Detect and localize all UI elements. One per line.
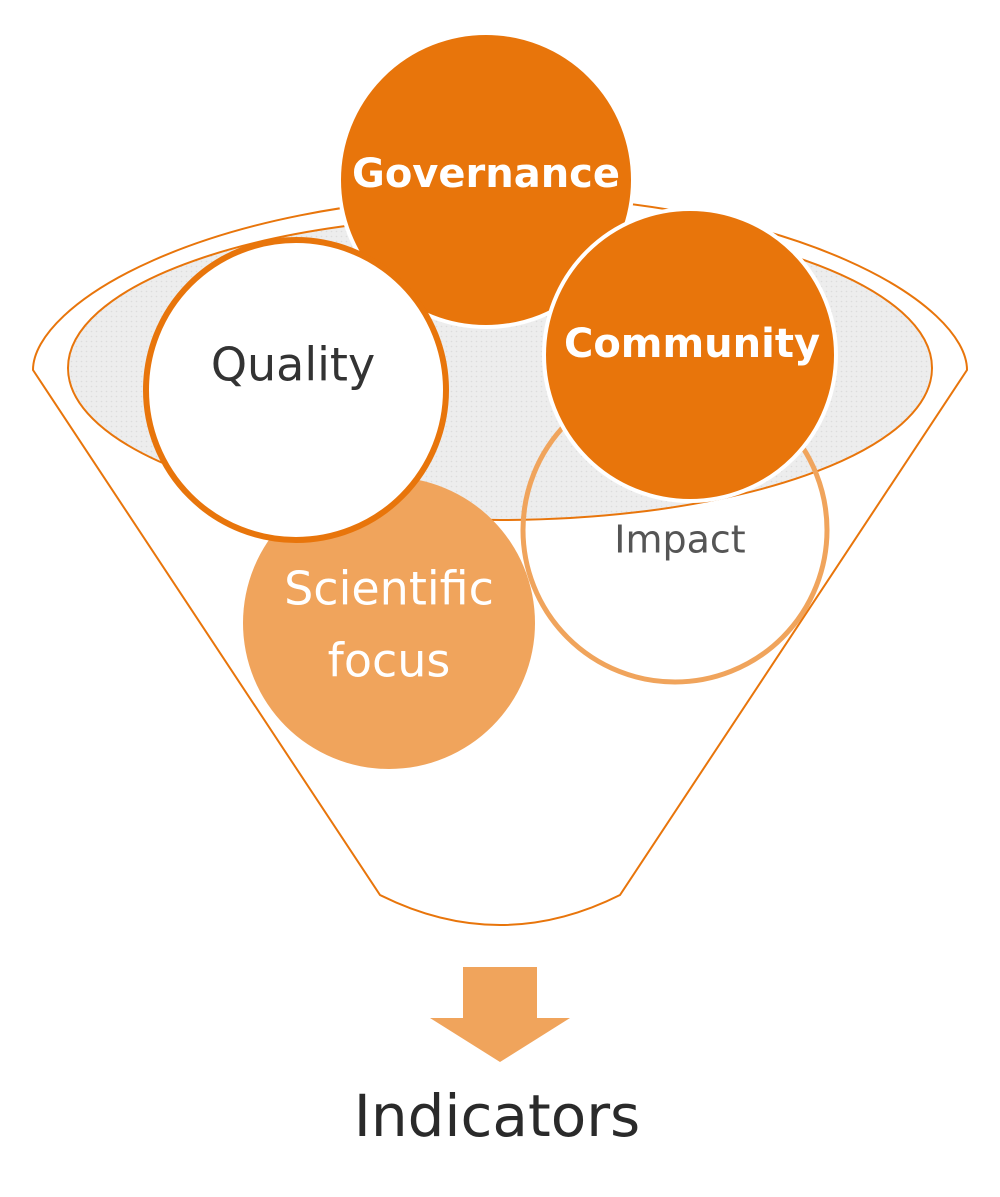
scientific-focus-label-line1: Scientific: [284, 562, 494, 616]
governance-label: Governance: [352, 151, 620, 197]
circle-community: [542, 207, 838, 503]
scientific-focus-label-line2: focus: [328, 634, 451, 688]
indicators-label: Indicators: [354, 1082, 641, 1150]
circle-quality: [143, 237, 449, 543]
circle-scientific-focus: [243, 477, 535, 769]
quality-label: Quality: [211, 338, 375, 392]
down-arrow-icon: [430, 967, 570, 1062]
circle-governance: [337, 31, 635, 329]
community-label: Community: [564, 321, 820, 367]
impact-label: Impact: [614, 518, 745, 562]
